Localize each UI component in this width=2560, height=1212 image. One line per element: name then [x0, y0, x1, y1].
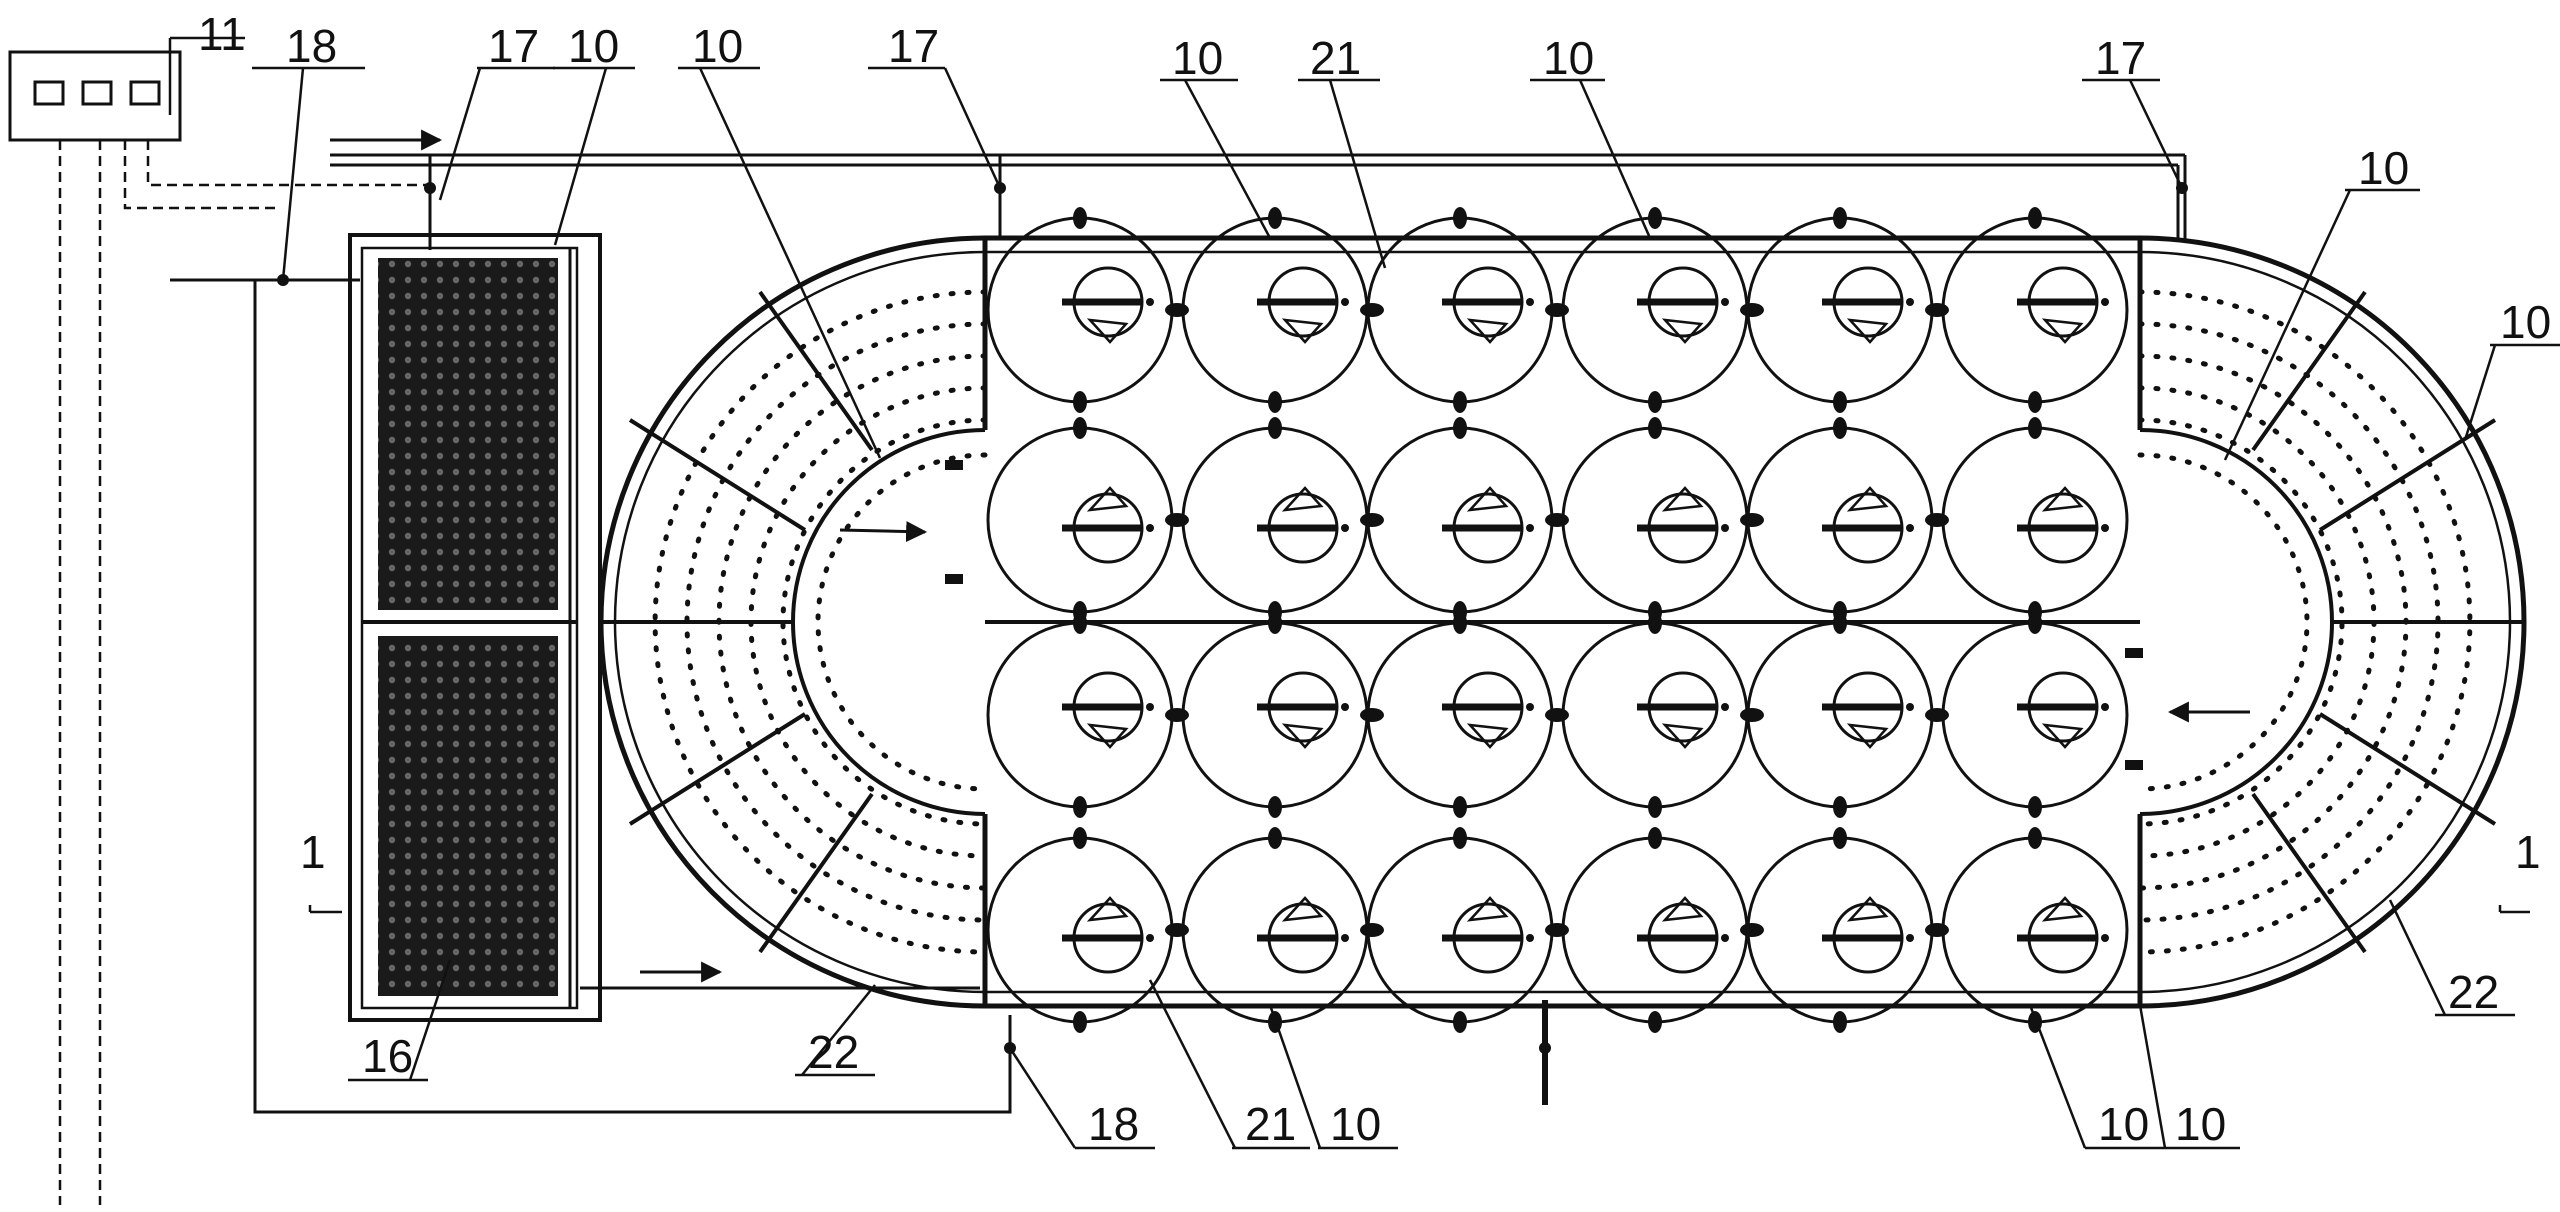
label-17-left: 17 [488, 20, 539, 72]
label-21-top: 21 [1310, 32, 1361, 84]
culture-tank [1181, 827, 1384, 1033]
label-22-left: 22 [808, 1026, 859, 1078]
label-21-bottom: 21 [1245, 1098, 1296, 1150]
culture-tank [1366, 207, 1569, 413]
label-10-h: 10 [2098, 1098, 2149, 1150]
culture-tank [1941, 417, 2129, 623]
culture-tank [1366, 417, 1569, 623]
label-10-b: 10 [692, 20, 743, 72]
culture-tank [1746, 417, 1949, 623]
label-11: 11 [198, 8, 246, 60]
label-1-left: 1 [300, 826, 326, 878]
label-1-right: 1 [2515, 826, 2541, 878]
label-18-top: 18 [286, 20, 337, 72]
culture-tank [1181, 417, 1384, 623]
culture-tank-grid [986, 207, 2129, 1033]
culture-tank [986, 827, 1189, 1033]
label-10-a: 10 [568, 20, 619, 72]
label-10-g: 10 [1330, 1098, 1381, 1150]
culture-tank [1746, 827, 1949, 1033]
filter-unit [348, 233, 602, 1022]
label-10-e: 10 [2358, 142, 2409, 194]
label-10-i: 10 [2175, 1098, 2226, 1150]
label-17-right: 17 [2095, 32, 2146, 84]
culture-tank [1941, 612, 2129, 818]
culture-tank [1561, 612, 1764, 818]
label-10-c: 10 [1172, 32, 1223, 84]
culture-tank [1181, 612, 1384, 818]
control-box [8, 50, 430, 1205]
culture-tank [1941, 827, 2129, 1033]
culture-tank [986, 612, 1189, 818]
culture-tank [1561, 417, 1764, 623]
label-22-right: 22 [2448, 966, 2499, 1018]
culture-tank [986, 207, 1189, 413]
leader-lines [168, 36, 2560, 1150]
culture-tank [1941, 207, 2129, 413]
label-10-f: 10 [2500, 296, 2551, 348]
callout-labels: 11 18 17 10 10 17 10 21 10 17 10 10 1 1 … [198, 8, 2551, 1150]
label-18-bottom: 18 [1088, 1098, 1139, 1150]
culture-tank [986, 417, 1189, 623]
culture-tank [1561, 827, 1764, 1033]
culture-tank [1366, 612, 1569, 818]
culture-tank [1366, 827, 1569, 1033]
racetrack-tank [598, 235, 2527, 1009]
label-16: 16 [362, 1030, 413, 1082]
water-pipes [170, 129, 2188, 1114]
culture-tank [1746, 612, 1949, 818]
label-10-d: 10 [1543, 32, 1594, 84]
label-17-mid: 17 [888, 20, 939, 72]
